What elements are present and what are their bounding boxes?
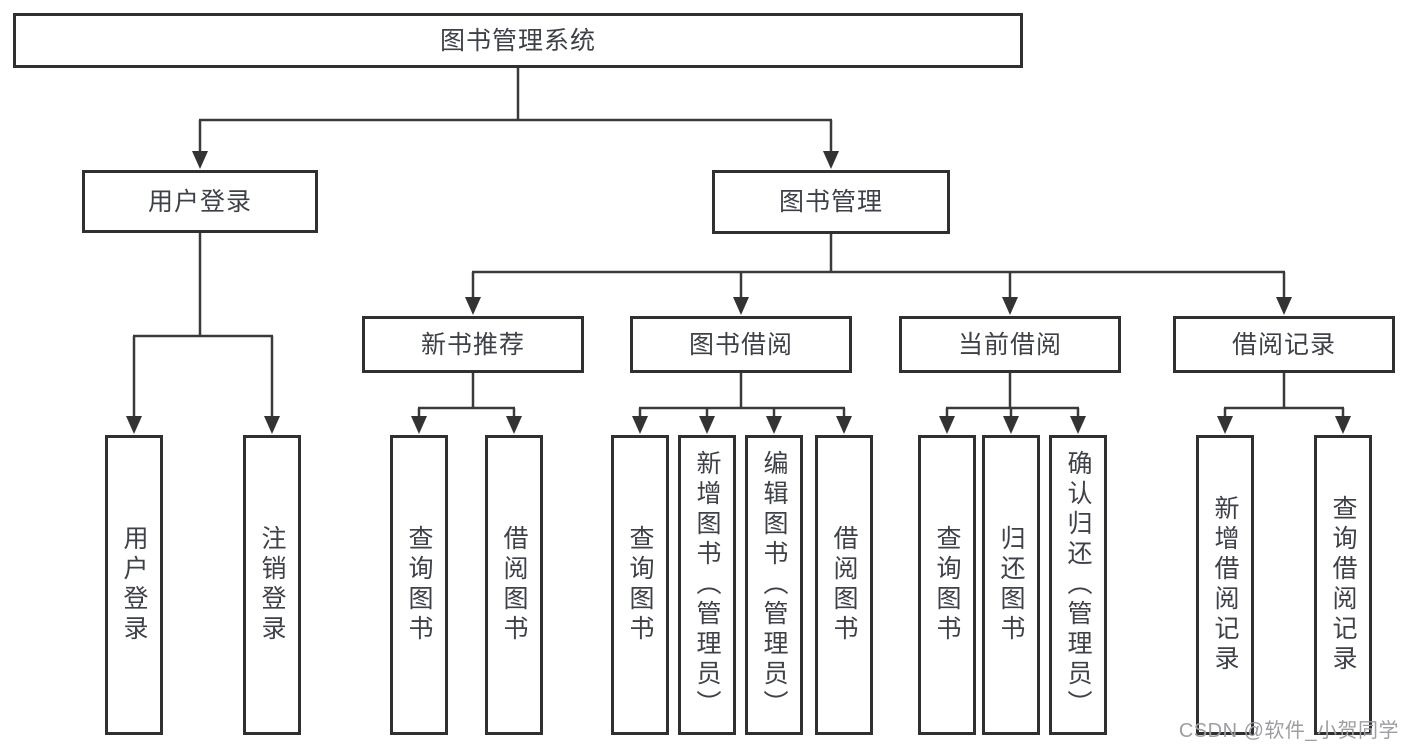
leaf-current-return-books: 归还图书	[982, 435, 1040, 735]
leaf-borrow-borrow-books: 借阅图书	[815, 435, 873, 735]
arrow-down-icon	[411, 416, 427, 434]
connector-root-to-level2	[192, 68, 839, 169]
arrow-down-icon	[465, 297, 481, 315]
arrow-down-icon	[766, 416, 782, 434]
node-label: 新增借阅记录	[1211, 495, 1239, 675]
leaf-borrow-add-books-admin: 新增图书（管理员）	[678, 435, 736, 735]
leaf-newbook-query-books: 查询图书	[390, 435, 448, 735]
arrow-down-icon	[1070, 416, 1086, 434]
leaf-borrow-edit-books-admin: 编辑图书（管理员）	[745, 435, 803, 735]
leaf-newbook-borrow-books: 借阅图书	[485, 435, 543, 735]
node-label: 图书管理	[778, 188, 883, 216]
arrow-down-icon	[1002, 297, 1018, 315]
arrow-down-icon	[126, 416, 142, 434]
arrow-down-icon	[699, 416, 715, 434]
connector-user-login-to-leaves	[126, 233, 280, 434]
node-label: 查询图书	[933, 525, 961, 645]
node-label: 编辑图书（管理员）	[760, 450, 788, 720]
node-label: 查询借阅记录	[1329, 495, 1357, 675]
arrow-down-icon	[1217, 416, 1233, 434]
arrow-down-icon	[823, 151, 839, 169]
node-label: 当前借阅	[957, 330, 1062, 359]
leaf-current-confirm-return-admin: 确认归还（管理员）	[1049, 435, 1107, 735]
node-label: 新增图书（管理员）	[693, 450, 721, 720]
arrow-down-icon	[1335, 416, 1351, 434]
node-book-management: 图书管理	[712, 170, 950, 234]
node-new-book-recommend: 新书推荐	[362, 316, 584, 373]
node-label: 归还图书	[997, 525, 1025, 645]
node-label: 借阅图书	[500, 525, 528, 645]
node-label: 图书借阅	[688, 330, 793, 359]
leaf-records-add-record: 新增借阅记录	[1196, 435, 1254, 735]
connector-borrowing-records-to-leaves	[1217, 373, 1351, 434]
node-label: 用户登录	[147, 187, 252, 216]
leaf-logout: 注销登录	[243, 435, 301, 735]
node-borrowing-records: 借阅记录	[1173, 316, 1395, 373]
arrow-down-icon	[733, 297, 749, 315]
arrow-down-icon	[1003, 416, 1019, 434]
connector-book-borrowing-to-leaves	[632, 373, 852, 434]
node-label: 查询图书	[626, 525, 654, 645]
leaf-current-query-books: 查询图书	[918, 435, 976, 735]
arrow-down-icon	[264, 416, 280, 434]
csdn-watermark: CSDN @软件_小贺同学	[1178, 720, 1399, 742]
node-current-borrowing: 当前借阅	[899, 316, 1121, 373]
arrow-down-icon	[939, 416, 955, 434]
node-root-system: 图书管理系统	[13, 13, 1023, 68]
leaf-user-login: 用户登录	[105, 435, 163, 735]
connector-current-borrowing-to-leaves	[939, 373, 1086, 434]
node-label: 查询图书	[405, 525, 433, 645]
node-label: 图书管理系统	[439, 26, 596, 55]
node-user-login: 用户登录	[82, 170, 318, 233]
node-label: 确认归还（管理员）	[1064, 450, 1092, 720]
connector-book-management-to-level3	[465, 234, 1292, 315]
arrow-down-icon	[1276, 297, 1292, 315]
arrow-down-icon	[506, 416, 522, 434]
leaf-records-query-record: 查询借阅记录	[1314, 435, 1372, 735]
connector-new-book-to-leaves	[411, 373, 522, 434]
node-label: 用户登录	[120, 525, 148, 645]
leaf-borrow-query-books: 查询图书	[611, 435, 669, 735]
arrow-down-icon	[632, 416, 648, 434]
node-label: 借阅图书	[830, 525, 858, 645]
node-book-borrowing: 图书借阅	[630, 316, 852, 373]
node-label: 借阅记录	[1231, 330, 1336, 359]
arrow-down-icon	[836, 416, 852, 434]
arrow-down-icon	[192, 151, 208, 169]
node-label: 注销登录	[258, 525, 286, 645]
node-label: 新书推荐	[420, 330, 525, 359]
